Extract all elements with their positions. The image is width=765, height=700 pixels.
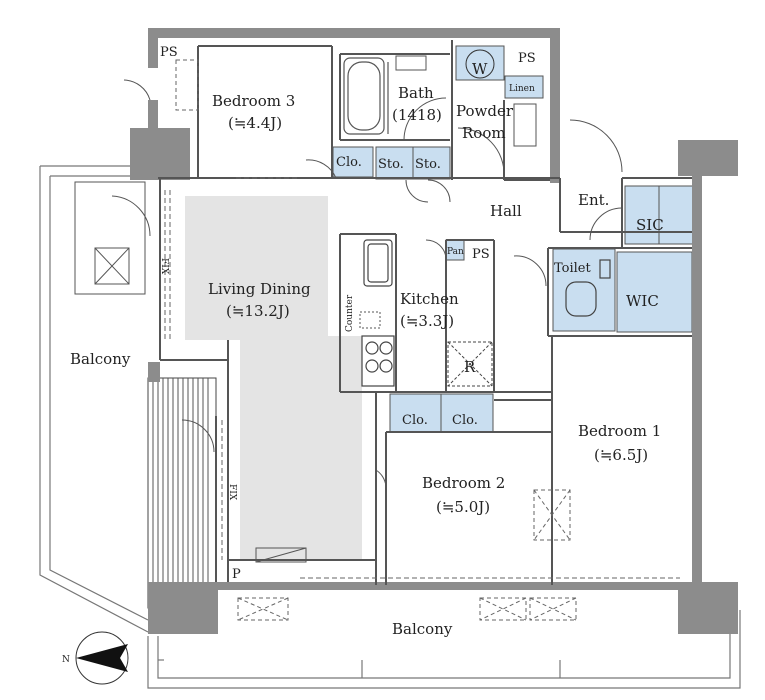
p-label: P [232,567,241,582]
powder-line2: Room [462,124,506,142]
bedroom3-name: Bedroom 3 [212,92,295,110]
sto1-label: Sto. [378,157,404,172]
kitchen-size: (≒3.3J) [400,312,454,330]
window-lines [164,177,680,579]
living-size: (≒13.2J) [226,302,290,320]
w-label: W [472,60,488,78]
walls-thin [158,40,692,585]
fix-label-a: FIX [159,258,169,275]
counter-label: Counter [345,294,355,332]
deck-slats [147,377,217,609]
bathtub [343,57,389,135]
sic-label: SIC [636,216,664,234]
entrance-label: Ent. [578,191,609,209]
refrigerator-label: R [464,358,476,376]
balcony-left-outline [39,165,149,633]
ps-label-top-left: PS [160,45,178,60]
bath-counter [395,55,427,71]
bedroom1-size: (≒6.5J) [594,446,648,464]
kitchen-fixtures [361,239,395,387]
powder-line1: Powder [456,102,514,120]
fix-label-b: FIX [227,484,237,501]
toilet-label: Toilet [554,261,591,276]
ps-label-top-right: PS [518,51,536,66]
powder-door-arc [457,127,505,177]
door-swings [111,79,623,491]
beam-dashes [175,59,577,621]
linen-label: Linen [509,84,535,94]
outdoor-unit [74,181,146,295]
balcony-left-label: Balcony [70,350,131,368]
kitchen-name: Kitchen [400,290,459,308]
toilet-fixture [565,259,611,317]
ps-label-kitchen: PS [472,247,490,262]
compass-icon: N [62,631,129,685]
walls-thick [130,28,738,634]
clo-bedroom3-label: Clo. [336,155,362,170]
bedroom2-size: (≒5.0J) [436,498,490,516]
clo-bedroom2-b-label: Clo. [452,413,478,428]
bath-door-arc [403,97,447,141]
compass-n-label: N [62,655,70,665]
living-floor-shade [185,196,362,560]
balcony-bottom-outline [147,610,741,689]
pan-label: Pan [447,247,464,257]
sto2-label: Sto. [415,157,441,172]
hall-label: Hall [490,202,522,220]
storage-fills [332,45,694,433]
floor-heater [255,547,307,563]
refrigerator [447,341,493,387]
washer [465,49,495,79]
bedroom1-name: Bedroom 1 [578,422,661,440]
bedroom3-size: (≒4.4J) [228,114,282,132]
clo-bedroom2-a-label: Clo. [402,413,428,428]
living-name: Living Dining [208,280,311,298]
bath-size: (1418) [392,106,442,124]
wic-label: WIC [626,292,659,310]
bedroom2-name: Bedroom 2 [422,474,505,492]
balcony-bottom-label: Balcony [392,620,453,638]
powder-sink [513,103,537,147]
bath-name: Bath [398,84,434,102]
